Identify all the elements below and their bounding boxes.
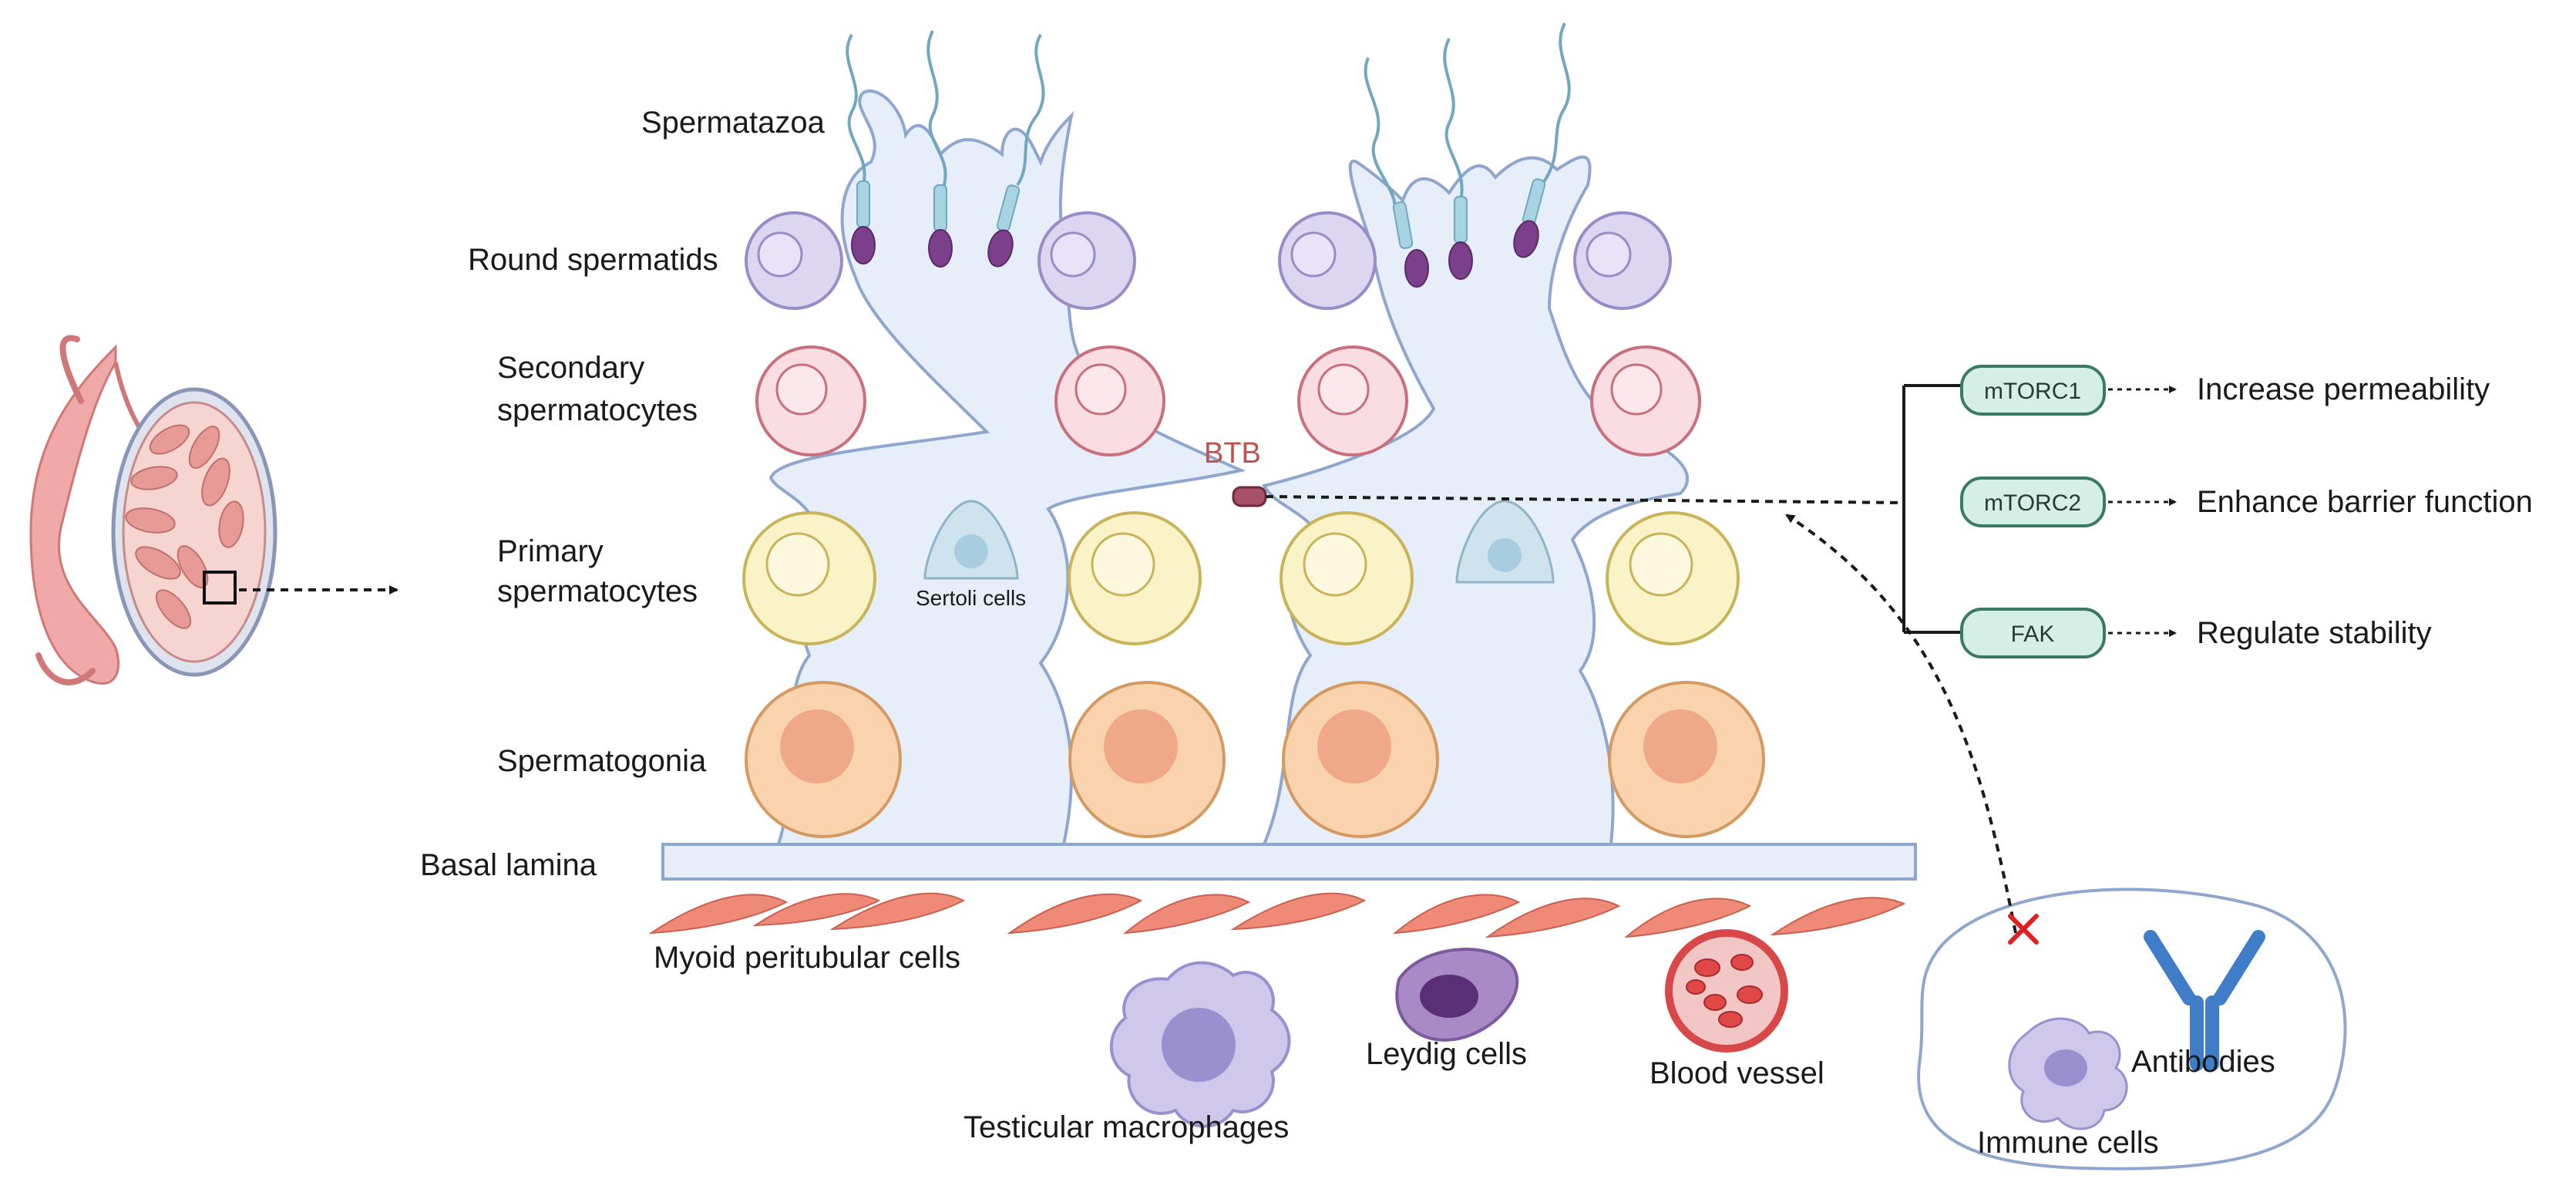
pathway-box-fak: FAK — [1960, 608, 2106, 658]
basal-lamina — [661, 843, 1917, 881]
label-spermatogonia: Spermatogonia — [497, 744, 707, 778]
spermatozoa-left — [846, 30, 1045, 268]
primary-spermatocyte-cell — [742, 511, 876, 645]
spermatogonium-cell — [1282, 681, 1439, 838]
round-spermatid-cell — [745, 211, 843, 310]
immune-compartment — [1917, 888, 2347, 1170]
round-spermatid-cell — [1278, 211, 1377, 310]
label-spermatozoa: Spermatazoa — [641, 106, 826, 140]
sertoli-cell-left — [768, 89, 1246, 846]
spermatozoa-right — [1364, 22, 1571, 288]
leydig-cell — [1395, 948, 1519, 1042]
spermatogonium-cell — [1068, 681, 1226, 838]
myoid-peritubular-cells — [648, 892, 1906, 938]
secondary-spermatocytes — [755, 345, 1701, 456]
pathway-arrows — [2108, 386, 2177, 637]
pathway-box-mtorc1: mTORC1 — [1960, 365, 2106, 416]
spermatogonia — [745, 681, 1765, 838]
label-antibodies: Antibodies — [2131, 1045, 2275, 1079]
sertoli-cell-right — [1261, 155, 1690, 846]
label-sertoli: Sertoli cells — [916, 586, 1026, 610]
primary-spermatocyte-cell — [1606, 511, 1740, 645]
primary-spermatocytes — [742, 511, 1740, 645]
secondary-spermatocyte-cell — [1054, 345, 1165, 456]
secondary-spermatocyte-cell — [755, 345, 866, 456]
label-macrophages: Testicular macrophages — [963, 1110, 1289, 1144]
blood-vessel — [1665, 929, 1788, 1053]
effect-label: Increase permeability — [2197, 372, 2490, 406]
round-spermatid-cell — [1573, 211, 1672, 310]
btb-connector — [1265, 495, 1905, 504]
spermatogonium-cell — [745, 681, 902, 838]
spermatogonium-cell — [1608, 681, 1765, 838]
block-cross-icon — [2008, 914, 2039, 945]
effect-label: Regulate stability — [2197, 616, 2432, 650]
label-myoid: Myoid peritubular cells — [654, 941, 960, 975]
btb-junction — [1232, 486, 1267, 507]
label-basal-lamina: Basal lamina — [420, 848, 597, 882]
pathway-box-label: mTORC1 — [1984, 379, 2081, 404]
label-round-spermatids: Round spermatids — [468, 243, 718, 277]
testicular-macrophage — [1109, 961, 1291, 1128]
label-primary-line1: Primary — [497, 534, 604, 568]
pathway-box-mtorc2: mTORC2 — [1960, 477, 2106, 527]
label-immune-cells: Immune cells — [1977, 1126, 2159, 1160]
round-spermatids — [745, 211, 1672, 310]
primary-spermatocyte-cell — [1068, 511, 1202, 645]
label-btb: BTB — [1204, 437, 1261, 470]
label-secondary-line2: spermatocytes — [497, 393, 698, 427]
round-spermatid-cell — [1037, 211, 1136, 310]
immune-arrow — [1785, 514, 2039, 945]
label-blood-vessel: Blood vessel — [1650, 1056, 1824, 1090]
primary-spermatocyte-cell — [1280, 511, 1414, 645]
pathway-box-label: FAK — [2011, 621, 2055, 647]
sertoli-nuclei — [923, 500, 1555, 584]
label-primary-line2: spermatocytes — [497, 574, 698, 608]
secondary-spermatocyte-cell — [1590, 345, 1701, 456]
label-secondary-line1: Secondary — [497, 351, 644, 385]
immune-cell-icon — [2008, 1017, 2128, 1130]
secondary-spermatocyte-cell — [1297, 345, 1408, 456]
label-leydig: Leydig cells — [1366, 1037, 1527, 1071]
testis-illustration — [29, 335, 399, 685]
antibody-icon — [2144, 930, 2265, 1071]
pathway-box-label: mTORC2 — [1984, 490, 2081, 516]
pathway-bracket — [1902, 384, 1962, 634]
effect-label: Enhance barrier function — [2197, 485, 2533, 519]
